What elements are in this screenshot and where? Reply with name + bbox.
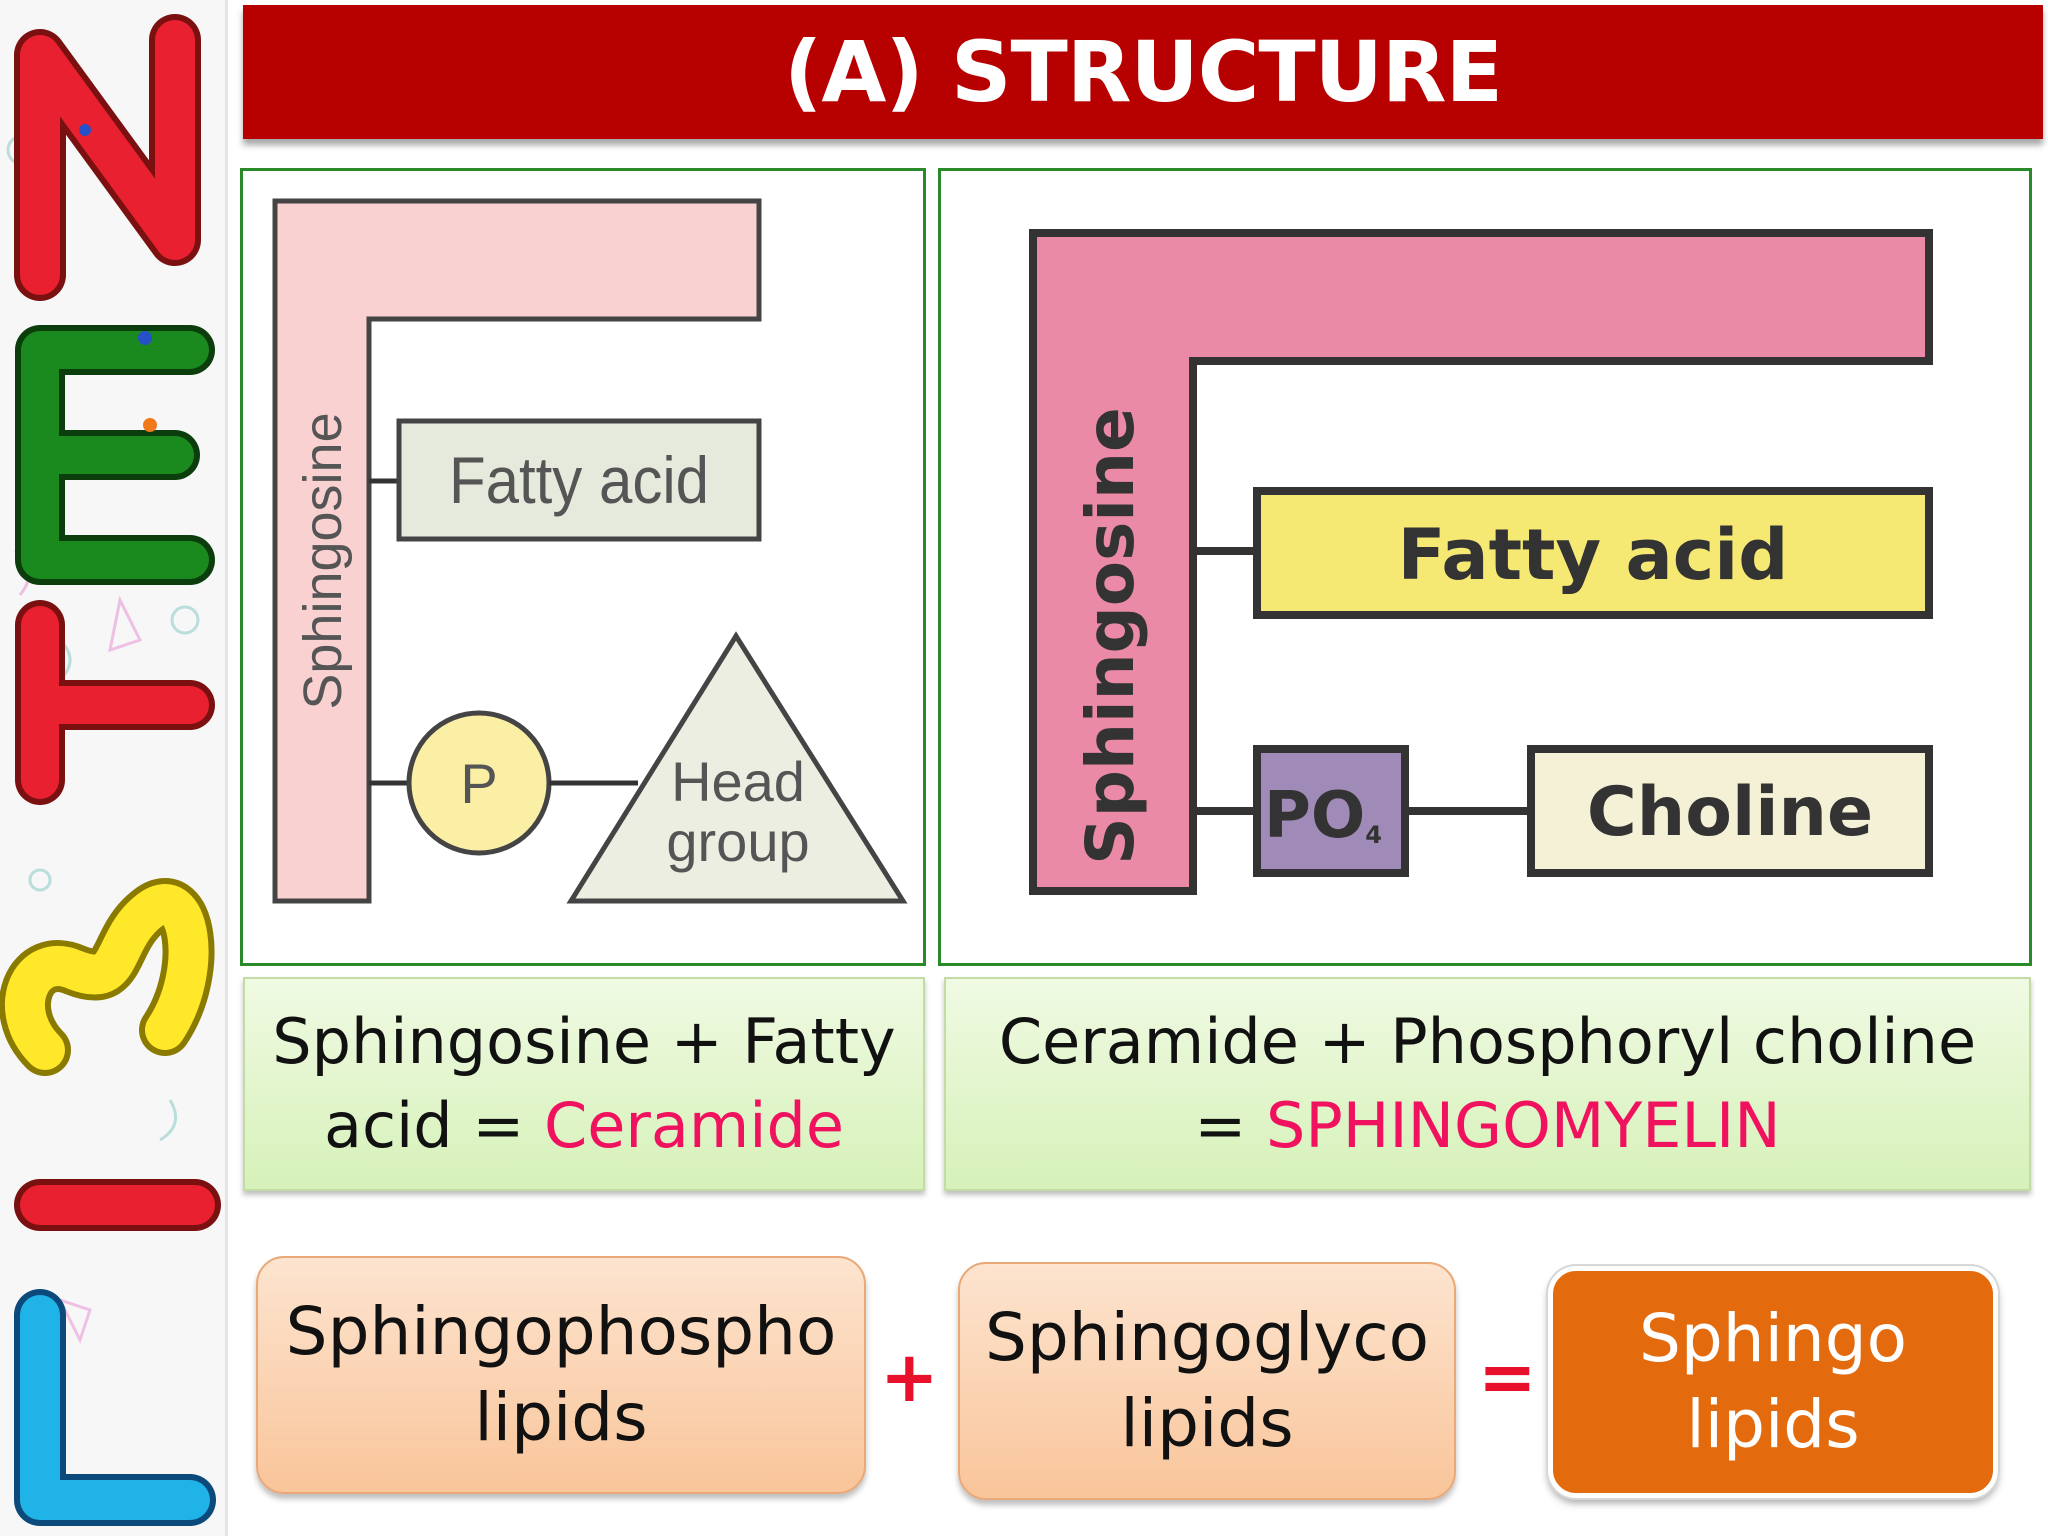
phosphate-box [1253, 745, 1409, 877]
sphingomyelin-diagram-panel: Sphingosine Fatty acid PO4 Choline [938, 168, 2032, 966]
page-title: (A) STRUCTURE [784, 23, 1503, 121]
sphingophospholipids-line2: lipids [474, 1379, 648, 1456]
sphingoglycolipids-line2: lipids [1120, 1385, 1294, 1462]
backbone-label: Sphingosine [293, 412, 353, 709]
decorative-sidebar [0, 0, 228, 1536]
fatty-acid-label: Fatty acid [1398, 514, 1789, 596]
backbone-label: Sphingosine [1072, 407, 1149, 865]
title-bar: (A) STRUCTURE [243, 5, 2043, 139]
sphingomyelin-diagram: Sphingosine Fatty acid PO4 Choline [1029, 229, 1933, 895]
phosphate-subscript: 4 [1365, 821, 1382, 849]
plus-operator: + [880, 1336, 939, 1418]
ceramide-caption: Sphingosine + Fatty acid = Ceramide [243, 977, 925, 1191]
equals-operator: = [1478, 1336, 1537, 1418]
listen-word-art [0, 14, 221, 1526]
sphingolipids-line2: lipids [1686, 1386, 1860, 1463]
sphingosine-backbone [272, 198, 762, 904]
fatty-acid-box [396, 418, 762, 542]
sphingomyelin-highlight: SPHINGOMYELIN [1266, 1089, 1781, 1162]
sphingomyelin-caption-line1: Ceramide + Phosphoryl choline [998, 1005, 1977, 1079]
fatty-acid-box [1253, 487, 1933, 619]
sphingoglycolipids-box: Sphingoglyco lipids [958, 1262, 1456, 1500]
fatty-acid-label: Fatty acid [449, 445, 709, 518]
sphingomyelin-caption-line2: = SPHINGOMYELIN [1194, 1084, 1780, 1168]
sphingophospholipids-line1: Sphingophospho [285, 1293, 837, 1371]
sphingomyelin-caption: Ceramide + Phosphoryl choline = SPHINGOM… [944, 977, 2031, 1191]
sphingolipids-result-box: Sphingo lipids [1548, 1266, 1998, 1498]
choline-box [1527, 745, 1933, 877]
phosphate-label: PO4 [1264, 779, 1382, 853]
sphingomyelin-caption-prefix: = [1194, 1089, 1267, 1162]
ceramide-caption-line1: Sphingosine + Fatty [272, 1005, 896, 1079]
phosphate-label: P [460, 752, 497, 815]
sphingolipids-line1: Sphingo [1638, 1300, 1908, 1378]
choline-label: Choline [1587, 773, 1873, 852]
sphingoglycolipids-line1: Sphingoglyco [984, 1299, 1430, 1377]
letter-l [14, 1289, 216, 1526]
ceramide-caption-line2: acid = Ceramide [324, 1084, 844, 1168]
head-group-label-line1: Head [671, 750, 805, 813]
head-group-label-line2: group [666, 810, 809, 873]
ceramide-highlight: Ceramide [543, 1089, 845, 1162]
sphingosine-backbone [1029, 229, 1933, 895]
head-group-triangle [566, 631, 908, 904]
ceramide-diagram-panel: Sphingosine Fatty acid P Head group [240, 168, 926, 966]
ceramide-diagram: Sphingosine Fatty acid P Head group [272, 198, 908, 904]
sphingophospholipids-box: Sphingophospho lipids [256, 1256, 866, 1494]
ceramide-caption-prefix: acid = [323, 1089, 544, 1162]
